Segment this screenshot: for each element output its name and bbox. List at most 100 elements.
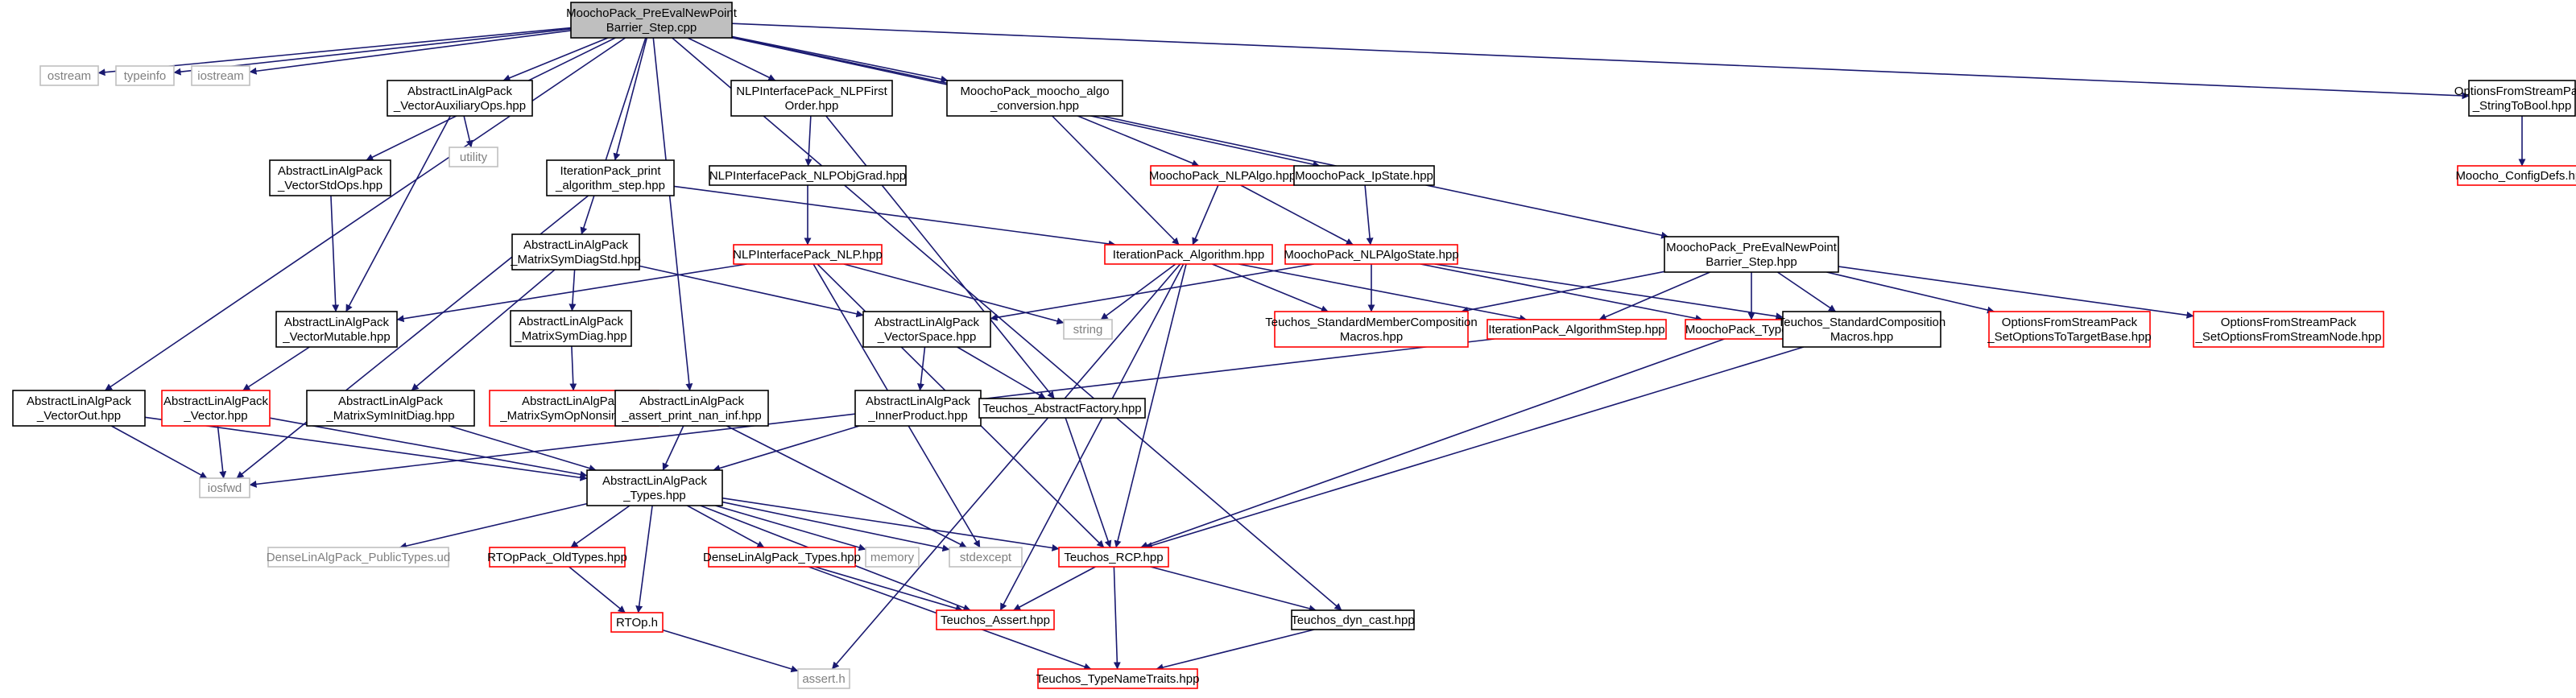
node-symDiagStd[interactable]: AbstractLinAlgPack_MatrixSymDiagStd.hpp [510,233,641,271]
node-denseTypes[interactable]: DenseLinAlgPack_Types.hpp [703,547,861,568]
node-label-line: Teuchos_Assert.hpp [941,613,1050,627]
edge-line [731,35,949,83]
node-box [2468,80,2576,117]
node-stdMemberComp[interactable]: Teuchos_StandardMemberCompositionMacros.… [1265,311,1478,348]
node-label-line: utility [460,151,488,164]
node-vector[interactable]: AbstractLinAlgPack_Vector.hpp [161,390,271,427]
edge-line [1364,184,1374,246]
edge-line [399,502,588,550]
node-vecAuxOps[interactable]: AbstractLinAlgPack_VectorAuxiliaryOps.hp… [387,80,533,117]
node-box [733,244,883,265]
edge-denseTypes-to-tAssert [814,566,963,612]
node-box [2457,165,2576,186]
node-typeNameTraits[interactable]: Teuchos_TypeNameTraits.hpp [1036,668,1200,689]
edge-root-to-typeinfo [173,28,572,76]
node-rtopOld[interactable]: RTOpPack_OldTypes.hpp [487,547,627,568]
node-symOpNonsing[interactable]: AbstractLinAlgPack_MatrixSymOpNonsing.hp… [489,390,660,427]
edge-dynCast-to-typeNameTraits [1156,629,1315,671]
node-label-line: AbstractLinAlgPack [639,394,745,408]
edge-line [449,425,597,472]
node-box [978,398,1146,419]
edge-vecOut-to-algTypes [144,416,588,481]
node-algTypes[interactable]: AbstractLinAlgPack_Types.hpp [586,469,723,506]
edge-line [687,37,776,81]
edge-root-to-iterPrint [613,37,648,161]
node-tAssert[interactable]: Teuchos_Assert.hpp [936,609,1055,630]
node-box [709,165,907,186]
node-assertNanInf[interactable]: AbstractLinAlgPack_assert_print_nan_inf.… [614,390,769,427]
edge-algTypes-to-rcp [722,497,1060,551]
edge-vecMutable-to-vector [242,346,310,391]
node-optTarget[interactable]: OptionsFromStreamPack_SetOptionsToTarget… [1987,311,2152,348]
node-vecMutable[interactable]: AbstractLinAlgPack_VectorMutable.hpp [275,311,398,348]
edge-preEvalHpp-to-stdMemberComp [1461,271,1665,314]
node-configDefs[interactable]: Moocho_ConfigDefs.hpp [2455,165,2576,186]
node-absFactory[interactable]: Teuchos_AbstractFactory.hpp [978,398,1146,419]
node-vecStdOps[interactable]: AbstractLinAlgPack_VectorStdOps.hpp [269,159,391,196]
node-label-line: _VectorOut.hpp [36,409,121,423]
edge-symInitDiag-to-algTypes [449,425,597,472]
edge-line [1150,566,1317,613]
edge-line [1461,271,1665,314]
edge-line [1052,115,1180,246]
node-label-line: _assert_print_nan_inf.hpp [621,409,761,423]
edge-symDiagStd-to-symDiag [569,269,577,312]
node-nlp[interactable]: NLPInterfacePack_NLP.hpp [733,244,883,265]
node-box [2193,311,2384,348]
node-rcp[interactable]: Teuchos_RCP.hpp [1058,547,1169,568]
node-box [1988,311,2151,348]
edge-line [1238,263,1528,322]
node-label-line: IterationPack_Algorithm.hpp [1113,248,1264,262]
node-label-line: _MatrixSymInitDiag.hpp [325,409,454,423]
edge-absFactory-to-rcp [1065,417,1112,548]
node-symInitDiag[interactable]: AbstractLinAlgPack_MatrixSymInitDiag.hpp [306,390,475,427]
node-iosfwd: iosfwd [199,477,250,498]
node-label-line: Macros.hpp [1340,330,1403,344]
edge-symDiag-to-symOpNonsing [569,345,577,391]
node-vecOut[interactable]: AbstractLinAlgPack_VectorOut.hpp [12,390,146,427]
edge-rtopOld-to-rtop [569,566,626,613]
edge-line [105,37,626,391]
node-label-line: _MatrixSymDiagStd.hpp [510,253,641,266]
node-optNode[interactable]: OptionsFromStreamPack_SetOptionsFromStre… [2193,311,2384,348]
node-root[interactable]: MoochoPack_PreEvalNewPointBarrier_Step.c… [566,2,738,39]
node-symDiag[interactable]: AbstractLinAlgPack_MatrixSymDiag.hpp [510,310,632,347]
edge-line [662,629,799,673]
node-label-line: Moocho_ConfigDefs.hpp [2455,169,2576,183]
node-iterAlgStep[interactable]: IterationPack_AlgorithmStep.hpp [1486,319,1667,340]
edge-root-to-iostream [249,30,572,75]
node-iterAlgorithm[interactable]: IterationPack_Algorithm.hpp [1104,244,1273,265]
node-mochoConv[interactable]: MoochoPack_moocho_algo_conversion.hpp [946,80,1123,117]
edge-nlp-to-vecMutable [396,263,747,323]
node-label-line: iosfwd [208,481,242,495]
edge-line [1826,271,1995,314]
node-nlpAlgoState[interactable]: MoochoPack_NLPAlgoState.hpp [1284,244,1459,265]
node-label-line: Teuchos_TypeNameTraits.hpp [1036,672,1200,686]
node-label-line: AbstractLinAlgPack [284,316,390,329]
node-nlpAlgo[interactable]: MoochoPack_NLPAlgo.hpp [1149,165,1296,186]
node-rtop[interactable]: RTOp.h [610,612,664,633]
node-ipState[interactable]: MoochoPack_IpState.hpp [1293,165,1435,186]
node-nlpObjGrad[interactable]: NLPInterfacePack_NLPObjGrad.hpp [709,165,907,186]
node-preEvalHpp[interactable]: MoochoPack_PreEvalNewPointBarrier_Step.h… [1664,236,1839,273]
node-dynCast[interactable]: Teuchos_dyn_cast.hpp [1291,609,1415,630]
edge-line [672,37,1342,611]
node-label-line: _StringToBool.hpp [2472,99,2572,113]
node-label-line: Teuchos_dyn_cast.hpp [1291,613,1414,627]
node-box [865,547,920,568]
node-box [12,390,146,427]
edge-line [144,416,588,481]
node-label-line: _SetOptionsFromStreamNode.hpp [2195,330,2382,344]
edge-line [269,417,588,478]
node-box [610,612,664,633]
node-optStringToBool[interactable]: OptionsFromStreamPack_StringToBool.hpp [2454,80,2576,117]
edge-preEvalHpp-to-iterAlgStep [1598,271,1710,320]
edge-line [635,505,653,613]
node-innerProduct[interactable]: AbstractLinAlgPack_InnerProduct.hpp [854,390,982,427]
node-box [449,147,498,167]
node-iterPrint[interactable]: IterationPack_print_algorithm_step.hpp [546,159,675,196]
node-vecSpace[interactable]: AbstractLinAlgPack_VectorSpace.hpp [862,311,991,348]
node-label-line: _SetOptionsToTargetBase.hpp [1987,330,2151,344]
